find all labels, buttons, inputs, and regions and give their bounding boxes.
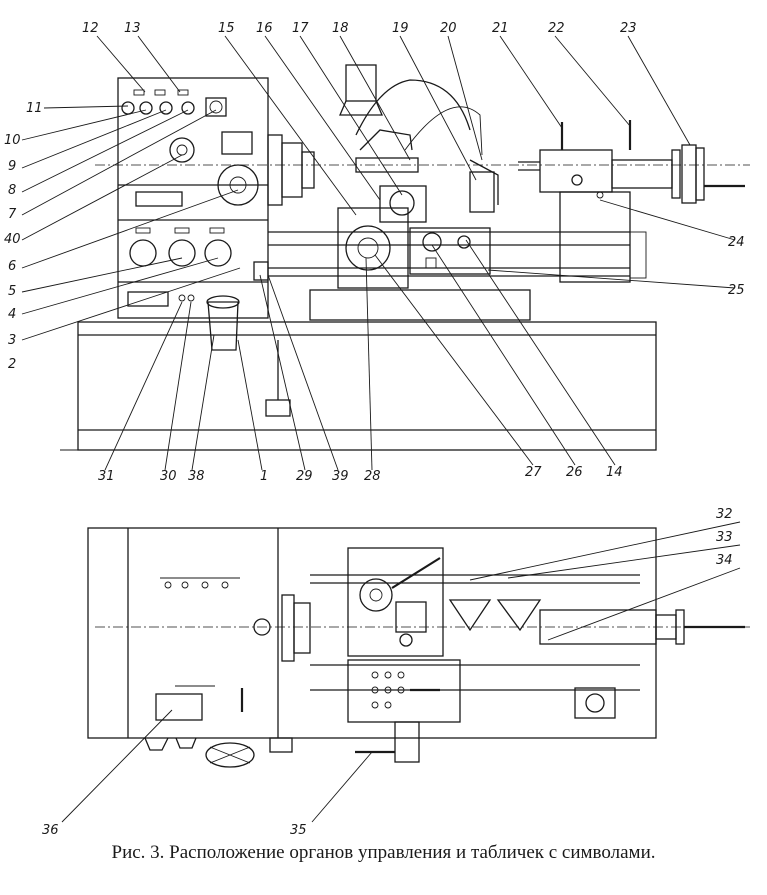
label-38: 38 <box>188 469 205 484</box>
label-17: 17 <box>292 21 309 36</box>
apron <box>337 207 409 289</box>
label-13: 13 <box>124 21 141 36</box>
speed-dial <box>169 137 195 163</box>
label-30: 30 <box>160 469 177 484</box>
label-26: 26 <box>566 465 583 480</box>
label-10: 10 <box>4 133 21 148</box>
label-21: 21 <box>492 21 509 36</box>
gauge-7 <box>205 97 227 117</box>
label-11: 11 <box>26 101 43 116</box>
label-3: 3 <box>8 333 16 348</box>
label-2: 2 <box>8 357 16 372</box>
leader-lines-bottom <box>61 521 741 823</box>
tailstock <box>539 149 613 193</box>
bed-base <box>77 321 657 451</box>
label-22: 22 <box>548 21 565 36</box>
plan-view <box>87 527 750 768</box>
lamp <box>345 64 377 102</box>
apron-handwheel <box>345 225 391 271</box>
leader-lines-top <box>21 35 736 471</box>
coolant-tank <box>207 301 239 351</box>
label-34: 34 <box>716 553 733 568</box>
front-view <box>77 64 750 451</box>
label-23: 23 <box>620 21 637 36</box>
feed-dial <box>217 164 259 206</box>
label-27: 27 <box>525 465 542 480</box>
label-32: 32 <box>716 507 733 522</box>
label-14: 14 <box>606 465 623 480</box>
label-4: 4 <box>8 307 16 322</box>
label-5: 5 <box>8 284 16 299</box>
pedal <box>265 399 291 417</box>
handwheel-plan <box>205 742 255 768</box>
label-24: 24 <box>728 235 745 250</box>
label-7: 7 <box>8 207 17 222</box>
label-31: 31 <box>98 469 115 484</box>
label-9: 9 <box>8 159 16 174</box>
label-29: 29 <box>296 469 313 484</box>
label-33: 33 <box>716 530 733 545</box>
label-18: 18 <box>332 21 349 36</box>
label-40: 40 <box>4 232 21 247</box>
label-28: 28 <box>364 469 381 484</box>
label-8: 8 <box>8 183 16 198</box>
label-6: 6 <box>8 259 16 274</box>
label-1: 1 <box>260 469 268 484</box>
label-19: 19 <box>392 21 409 36</box>
label-15: 15 <box>218 21 235 36</box>
label-12: 12 <box>82 21 99 36</box>
label-16: 16 <box>256 21 273 36</box>
label-36: 36 <box>42 823 59 838</box>
carriage-plan <box>347 547 444 657</box>
label-20: 20 <box>440 21 457 36</box>
label-25: 25 <box>728 283 745 298</box>
callout-labels: 12 13 11 10 9 8 7 40 6 5 4 3 2 15 16 17 … <box>4 21 745 838</box>
figure-caption: Рис. 3. Расположение органов управления … <box>111 842 656 863</box>
panel-36 <box>155 693 203 721</box>
label-35: 35 <box>290 823 307 838</box>
label-39: 39 <box>332 469 349 484</box>
